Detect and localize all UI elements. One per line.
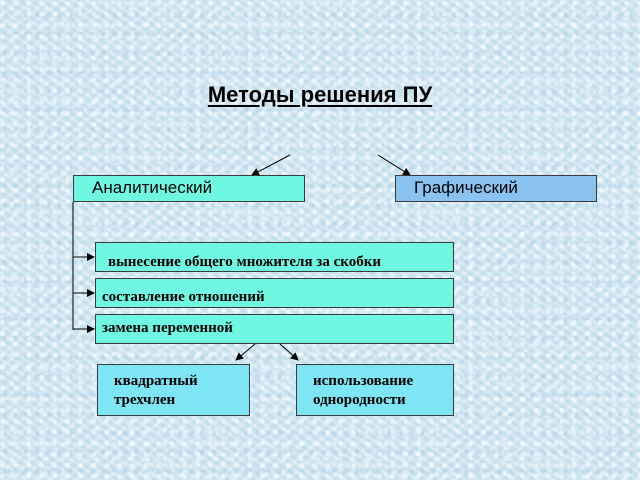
sub-method-box-2: использование однородности <box>296 364 454 416</box>
sub-method-2-line-2: однородности <box>313 392 406 408</box>
arrow-to-sub-2 <box>279 343 299 361</box>
sub-method-2-line-1: использование <box>313 373 414 389</box>
diagram-title: Методы решения ПУ <box>207 82 433 107</box>
method-box-2: составление отношений <box>95 278 454 308</box>
sub-method-1-line-2: трехчлен <box>114 392 176 408</box>
arrow-to-analytic <box>251 154 291 176</box>
arrow-to-sub-1 <box>235 343 256 361</box>
sub-method-box-1: квадратный трехчлен <box>97 364 250 416</box>
method-box-1: вынесение общего множителя за скобки <box>95 242 454 272</box>
arrow-to-graphic <box>377 154 411 176</box>
analytic-method-box: Аналитический <box>73 175 305 202</box>
graphic-method-box: Графический <box>395 175 597 202</box>
sub-method-1-line-1: квадратный <box>114 373 198 389</box>
method-box-3: замена переменной <box>95 314 454 344</box>
